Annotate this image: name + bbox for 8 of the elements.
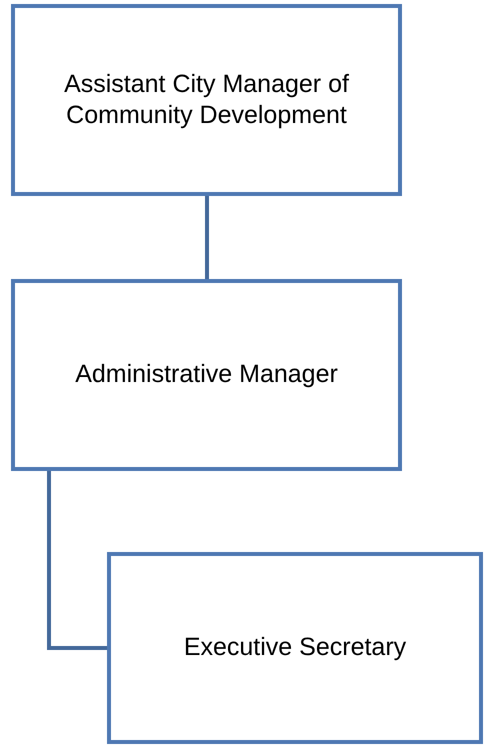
position-box (107, 552, 483, 744)
position-title: Administrative Manager (74, 359, 339, 390)
position-box (11, 4, 402, 196)
position-title: Assistant City Manager of Community Development (63, 68, 350, 131)
position-box (11, 279, 402, 471)
connector-line (47, 471, 107, 650)
connector-line (205, 196, 209, 279)
position-title: Executive Secretary (182, 632, 408, 664)
